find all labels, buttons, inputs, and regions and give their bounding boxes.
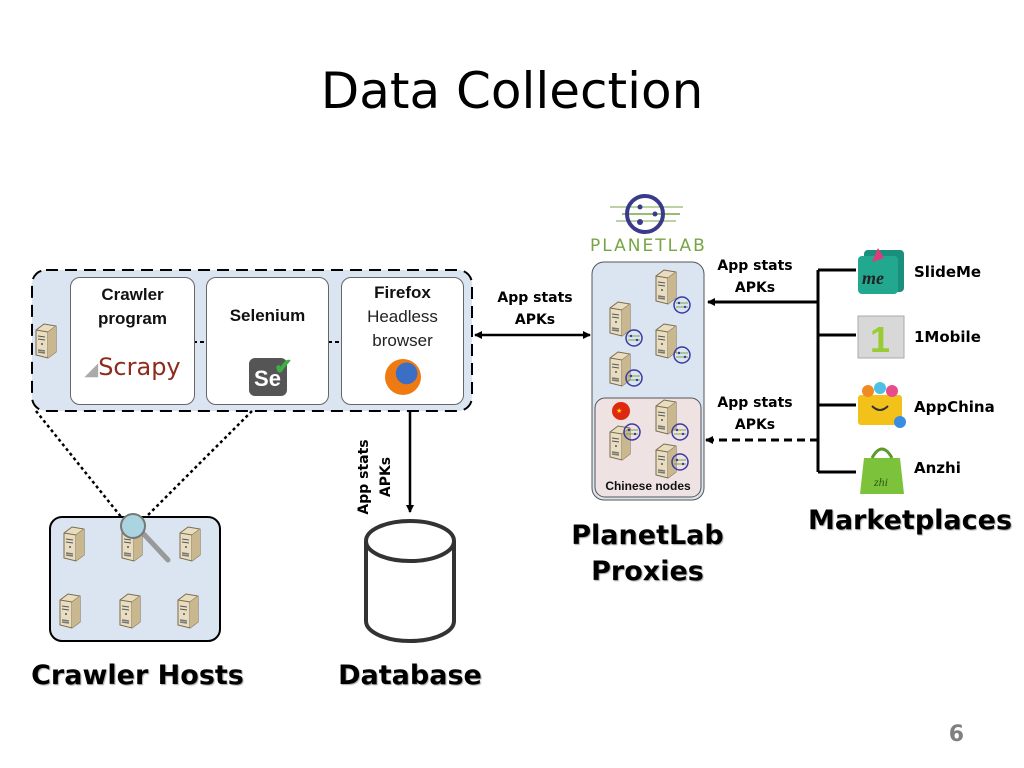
onemobile-icon: 1 [857, 315, 905, 360]
slideme-icon: me [858, 248, 904, 294]
scrapy-logo-icon: ◢Scrapy [84, 353, 181, 381]
marketplace-anzhi: Anzhi [914, 459, 961, 477]
appchina-icon [858, 382, 906, 428]
marketplaces-label: Marketplaces [807, 505, 1013, 536]
zoom-line-right [144, 410, 253, 519]
marketplace-slideme: SlideMe [914, 263, 982, 281]
svg-text:zhi: zhi [873, 475, 888, 489]
firefox-line2: browser [372, 331, 433, 350]
selenium-heading: Selenium [229, 306, 306, 325]
firefox-line1: Headless [367, 307, 438, 326]
firefox-logo-icon [384, 359, 421, 395]
firefox-card: Firefox Headless browser [341, 277, 464, 405]
magnifier-icon [120, 513, 171, 563]
database-icon [364, 519, 456, 643]
svg-text:★: ★ [616, 407, 622, 415]
page-number: 6 [948, 722, 964, 747]
server-icon [35, 323, 57, 359]
china-flag-icon [612, 402, 630, 420]
selenium-logo-icon: Se✔ [248, 354, 293, 396]
marketplace-appchina: AppChina [914, 398, 995, 416]
svg-text:1: 1 [870, 319, 890, 360]
crawler-hosts-label: Crawler Hosts [31, 660, 244, 691]
selenium-card: Selenium Se✔ [206, 277, 329, 405]
marketplace-1mobile: 1Mobile [914, 328, 981, 346]
crawler-program-heading-l2: program [98, 309, 167, 328]
firefox-heading: Firefox [374, 283, 431, 302]
anzhi-icon: zhi [860, 447, 904, 494]
database-label: Database [338, 660, 482, 691]
slide-title: Data Collection [320, 62, 704, 120]
zoom-line-left [35, 410, 123, 519]
planetlab-logo-icon [610, 194, 683, 234]
svg-text:me: me [862, 268, 884, 288]
marketplace-tree [816, 268, 856, 474]
crawler-program-heading-l1: Crawler [101, 285, 164, 304]
crawler-program-card: Crawler program ◢Scrapy [70, 277, 195, 405]
planetlab-logo-text: PLANETLAB [590, 236, 707, 256]
chinese-nodes-label: Chinese nodes [605, 479, 691, 493]
